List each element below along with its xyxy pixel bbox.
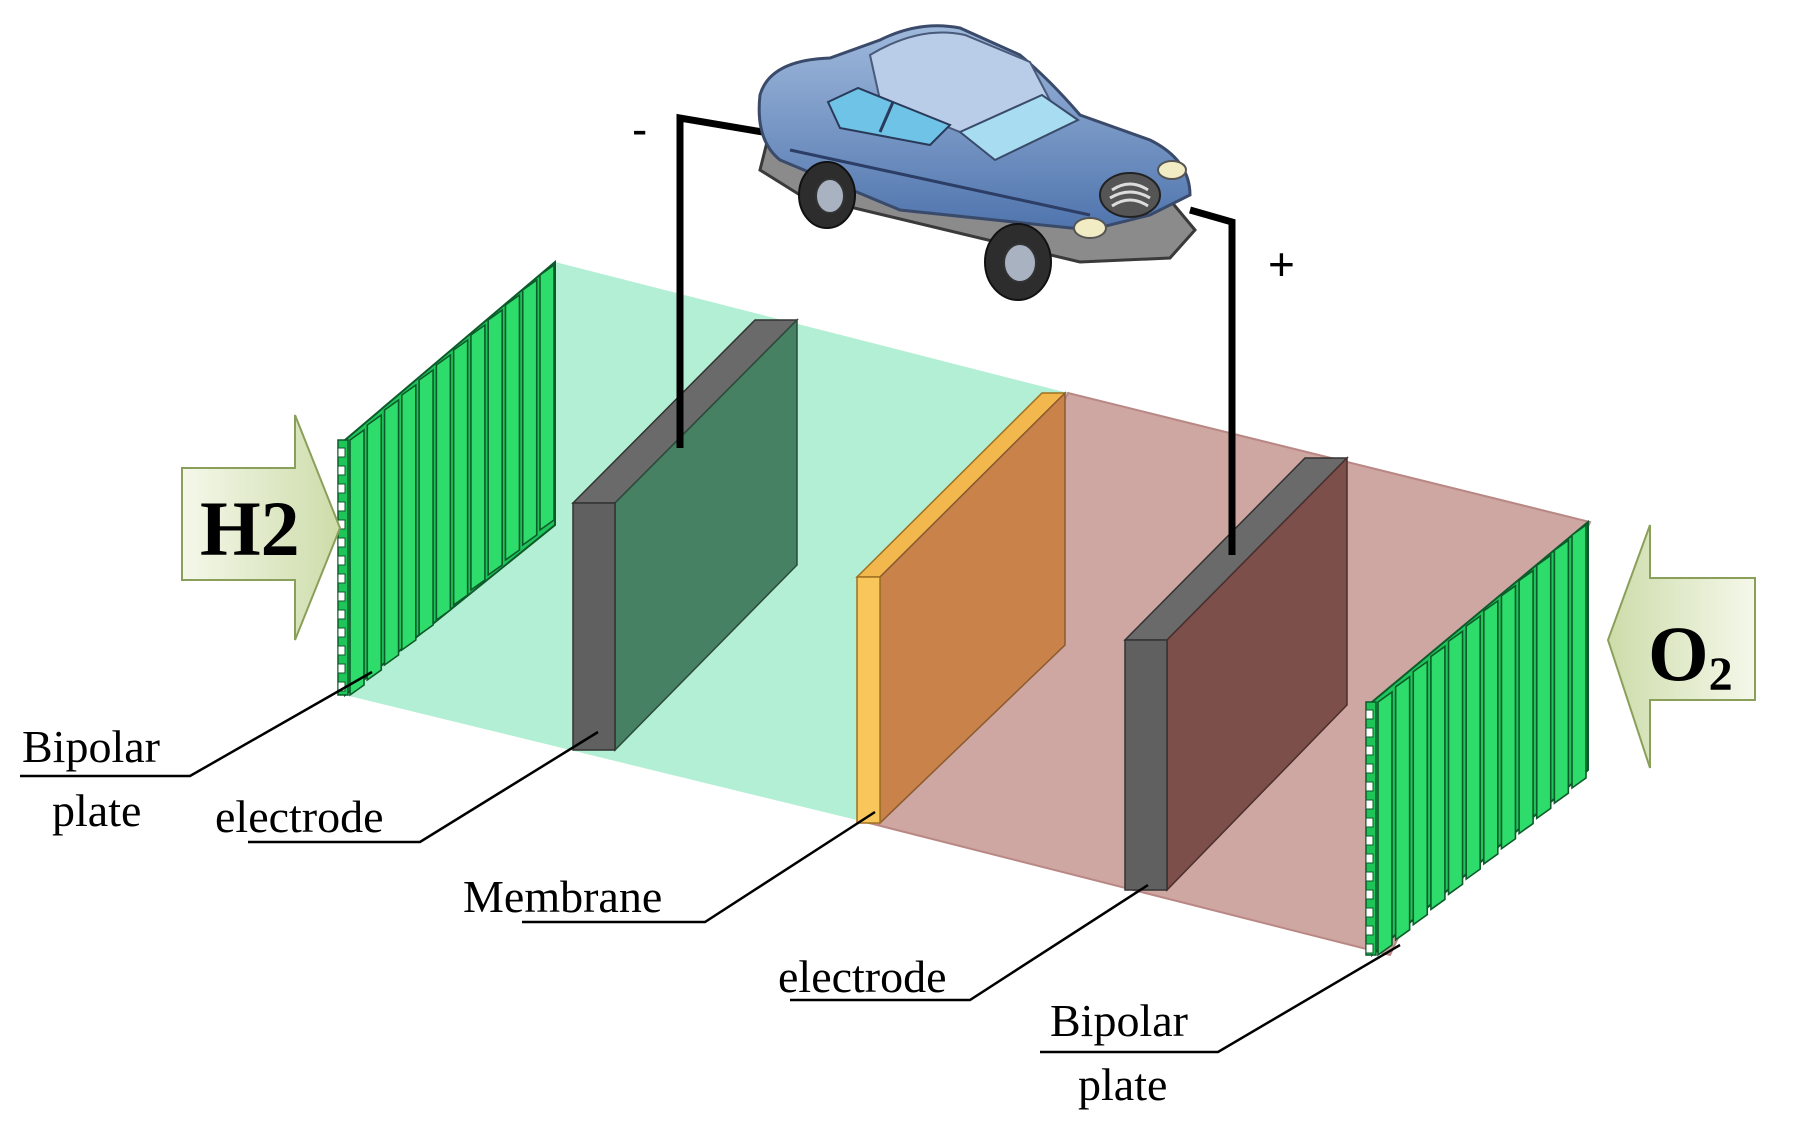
bipolar-plate-channel bbox=[337, 573, 346, 584]
bipolar-plate-fin bbox=[1465, 614, 1481, 881]
negative-terminal-label: - bbox=[632, 103, 647, 155]
bipolar-plate-channel bbox=[1365, 745, 1374, 756]
bipolar-plate-channel bbox=[337, 591, 346, 602]
bipolar-plate-fin bbox=[1430, 644, 1446, 912]
bipolar-plate-channel bbox=[1365, 727, 1374, 738]
bipolar-plate-fin bbox=[1553, 538, 1570, 805]
electrode-right-label: electrode bbox=[778, 951, 947, 1002]
h2-input-arrow: H2 bbox=[181, 414, 342, 641]
bipolar-plate-channel bbox=[337, 447, 346, 458]
bipolar-plate-fin bbox=[435, 353, 452, 622]
bipolar-plate-channel bbox=[1365, 817, 1374, 828]
electrode-left-label: electrode bbox=[215, 791, 384, 842]
bipolar-plate-fin bbox=[487, 308, 503, 577]
bipolar-plate-channel bbox=[1365, 835, 1374, 846]
bipolar-plate-channel bbox=[337, 645, 346, 656]
bipolar-plate-fin bbox=[1518, 568, 1534, 836]
bipolar-plate-channel bbox=[337, 663, 346, 674]
bipolar-plate-fin bbox=[418, 368, 434, 637]
bipolar-plate-fin bbox=[1483, 599, 1499, 866]
bipolar-plate-channel bbox=[1365, 763, 1374, 774]
bipolar-plate-left bbox=[337, 259, 556, 698]
bipolar-plate-fin bbox=[504, 293, 521, 562]
bipolar-plate-fin bbox=[366, 413, 383, 682]
bipolar-plate-channel bbox=[1365, 871, 1374, 882]
bipolar-plate-channel bbox=[337, 609, 346, 620]
bipolar-plate-channel bbox=[1365, 853, 1374, 864]
bipolar-plate-channel bbox=[1365, 925, 1374, 936]
positive-terminal-label: + bbox=[1268, 238, 1295, 290]
bipolar-plate-channel bbox=[337, 627, 346, 638]
bipolar-plate-fin bbox=[1535, 553, 1552, 820]
bipolar-plate-channel bbox=[337, 537, 346, 548]
bipolar-plate-left-label-line1: Bipolar bbox=[22, 721, 160, 772]
bipolar-plate-channel bbox=[337, 555, 346, 566]
bipolar-plate-channel bbox=[1365, 943, 1374, 954]
bipolar-plate-fin bbox=[521, 278, 538, 547]
car-icon bbox=[757, 24, 1197, 301]
bipolar-plate-right bbox=[1365, 519, 1589, 958]
bipolar-plate-fin bbox=[383, 398, 400, 667]
membrane bbox=[855, 391, 1067, 825]
bipolar-plate-right-label-line1: Bipolar bbox=[1050, 995, 1188, 1046]
bipolar-plate-right-label-line2: plate bbox=[1078, 1059, 1167, 1110]
o2-input-arrow: O2 bbox=[1606, 524, 1756, 769]
bipolar-plate-fin bbox=[1377, 690, 1393, 957]
bipolar-plate-channel bbox=[337, 483, 346, 494]
bipolar-plate-channel bbox=[1365, 907, 1374, 918]
bipolar-plate-fin bbox=[1447, 629, 1464, 896]
bipolar-plate-fin bbox=[470, 323, 486, 592]
bipolar-plate-fin bbox=[1500, 584, 1517, 851]
leader-lines bbox=[20, 670, 1401, 1054]
bipolar-plate-channel bbox=[1365, 781, 1374, 792]
bipolar-plate-fin bbox=[1571, 523, 1587, 790]
h2-label: H2 bbox=[200, 485, 300, 572]
bipolar-plate-channel bbox=[1365, 889, 1374, 900]
wire-negative bbox=[676, 113, 781, 448]
bipolar-plate-fin bbox=[1412, 660, 1429, 927]
bipolar-plate-fin bbox=[1394, 675, 1411, 942]
bipolar-plate-fin bbox=[401, 383, 417, 652]
o2-label: O2 bbox=[1648, 610, 1733, 701]
bipolar-plate-channel bbox=[1365, 709, 1374, 720]
bipolar-plate-left-label-line2: plate bbox=[52, 785, 141, 836]
membrane-label: Membrane bbox=[463, 871, 662, 922]
wire-positive bbox=[1189, 206, 1236, 555]
bipolar-plate-channel bbox=[1365, 799, 1374, 810]
bipolar-plate-fin bbox=[452, 338, 469, 607]
electrode-left bbox=[571, 318, 799, 752]
electrode-right bbox=[1123, 456, 1349, 892]
bipolar-plate-fin bbox=[349, 428, 365, 697]
bipolar-plate-fin bbox=[539, 263, 555, 532]
bipolar-plate-channel bbox=[337, 501, 346, 512]
bipolar-plate-channel bbox=[337, 465, 346, 476]
